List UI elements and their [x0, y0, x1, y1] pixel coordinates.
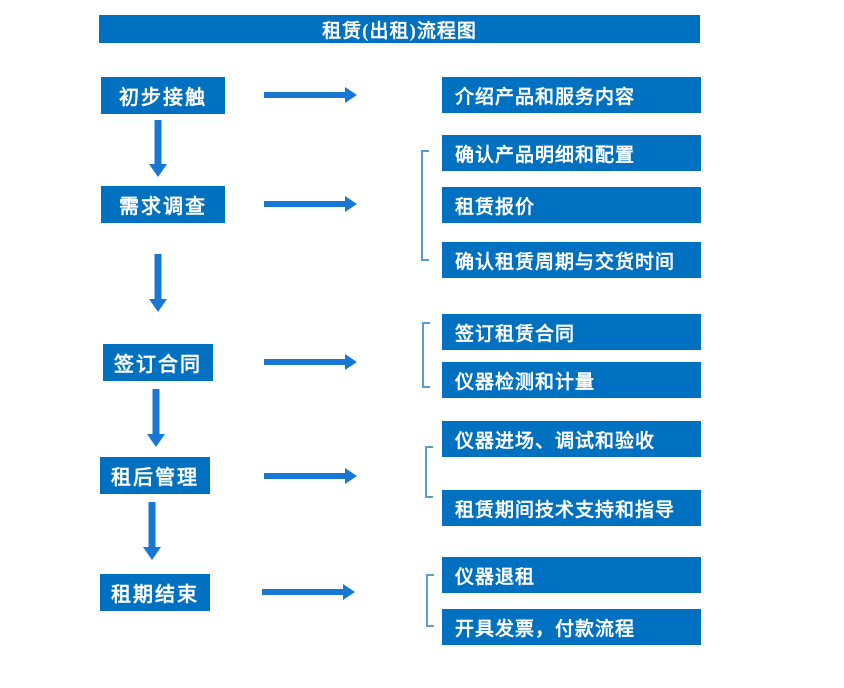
step-box-post-rental-management: 租后管理: [100, 457, 210, 494]
down-arrow-shaft: [148, 502, 156, 548]
step-box-rental-end: 租期结束: [100, 574, 210, 611]
right-arrow-head: [345, 354, 357, 370]
right-arrow-shaft: [264, 359, 346, 365]
down-arrow-head: [147, 434, 165, 447]
group-bracket-icon: [421, 150, 429, 261]
right-arrow-head: [345, 87, 357, 103]
down-arrow-icon: [147, 389, 165, 447]
down-arrow-shaft: [154, 120, 162, 165]
right-arrow-shaft: [264, 201, 346, 207]
group-bracket-icon: [422, 322, 430, 388]
down-arrow-icon: [149, 120, 167, 177]
down-arrow-icon: [149, 254, 167, 312]
group-bracket-icon: [426, 574, 434, 627]
down-arrow-head: [149, 299, 167, 312]
step-box-sign-contract: 签订合同: [103, 344, 213, 381]
right-arrow-head: [345, 468, 357, 484]
right-arrow-head: [345, 196, 357, 212]
right-arrow-shaft: [264, 92, 346, 98]
detail-box-technical-support: 租赁期间技术支持和指导: [442, 490, 701, 526]
down-arrow-icon: [143, 502, 161, 560]
detail-box-invoice-payment: 开具发票，付款流程: [442, 609, 701, 645]
step-box-initial-contact: 初步接触: [101, 77, 225, 114]
right-arrow-shaft: [262, 589, 344, 595]
detail-box-introduce-products: 介绍产品和服务内容: [442, 77, 701, 113]
detail-box-confirm-period-delivery: 确认租赁周期与交货时间: [442, 242, 701, 278]
right-arrow-icon: [264, 87, 357, 103]
detail-box-instrument-setup-acceptance: 仪器进场、调试和验收: [442, 421, 701, 457]
step-box-demand-survey: 需求调查: [101, 186, 225, 223]
down-arrow-shaft: [152, 389, 160, 435]
detail-box-sign-rental-contract: 签订租赁合同: [442, 314, 701, 350]
right-arrow-icon: [262, 584, 355, 600]
detail-box-instrument-return: 仪器退租: [442, 557, 701, 593]
group-bracket-icon: [425, 446, 433, 498]
detail-box-rental-quotation: 租赁报价: [442, 187, 701, 223]
diagram-title: 租赁(出租)流程图: [322, 20, 477, 42]
right-arrow-shaft: [264, 473, 346, 479]
detail-box-confirm-product-config: 确认产品明细和配置: [442, 135, 701, 171]
right-arrow-icon: [264, 354, 357, 370]
down-arrow-head: [143, 547, 161, 560]
down-arrow-shaft: [154, 254, 162, 300]
down-arrow-head: [149, 164, 167, 177]
diagram-title-bar: 租赁(出租)流程图: [99, 15, 700, 43]
right-arrow-icon: [264, 196, 357, 212]
right-arrow-head: [343, 584, 355, 600]
detail-box-instrument-testing: 仪器检测和计量: [442, 362, 701, 398]
right-arrow-icon: [264, 468, 357, 484]
